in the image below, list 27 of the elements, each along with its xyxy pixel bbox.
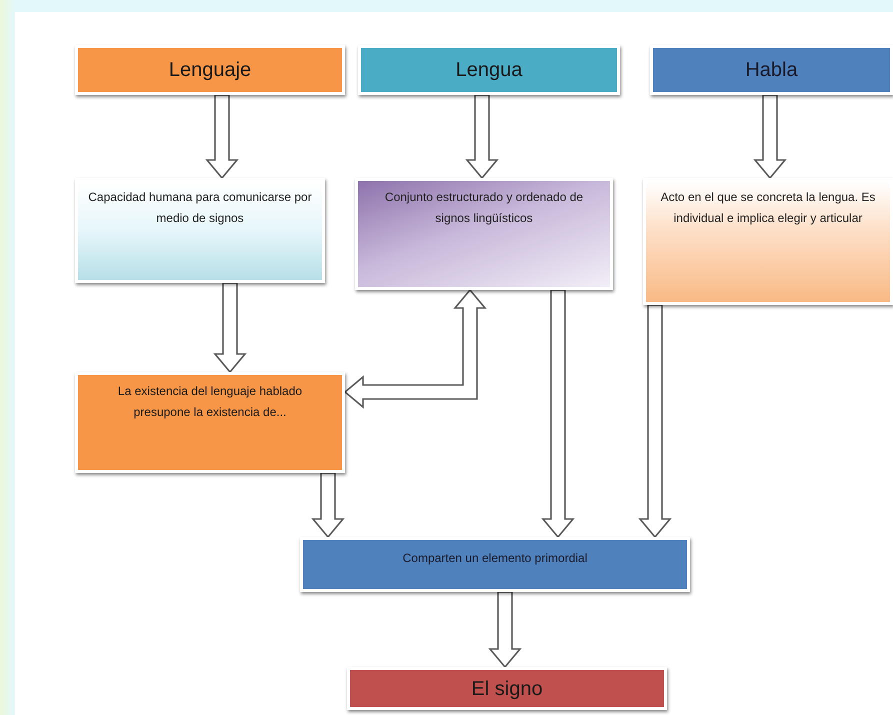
text-box	[75, 372, 345, 473]
box-text: El signo	[471, 678, 543, 700]
box-text: Habla	[745, 59, 798, 81]
box-text: Capacidad humana para comunicarse por medio de signos	[88, 189, 312, 227]
block-arrow	[488, 591, 522, 668]
title-box	[650, 45, 893, 95]
box-text: Conjunto estructurado y ordenado de signos lingüísticos	[384, 189, 584, 227]
block-arrow	[213, 282, 247, 374]
title-box	[358, 45, 620, 95]
block-arrow	[638, 304, 672, 538]
block-arrow	[465, 94, 499, 180]
text-box	[643, 178, 893, 305]
box-text: Lenguaje	[168, 59, 252, 81]
text-box	[355, 178, 613, 290]
box-text: Acto en el que se concreta la lengua. Es individual e implica elegir y articular	[660, 189, 876, 227]
block-arrow	[205, 94, 239, 180]
box-text: Comparten un elemento primordial	[402, 550, 588, 567]
box-text: La existencia del lenguaje hablado presupone la existencia de...	[116, 383, 304, 421]
box-text: Lengua	[456, 59, 522, 81]
text-box	[300, 537, 690, 592]
title-box	[75, 45, 345, 95]
block-arrow	[541, 289, 575, 538]
block-arrow	[753, 94, 787, 180]
text-box	[75, 178, 325, 283]
title-box	[347, 667, 667, 710]
block-arrow	[311, 472, 345, 538]
block-arrow	[344, 288, 487, 409]
